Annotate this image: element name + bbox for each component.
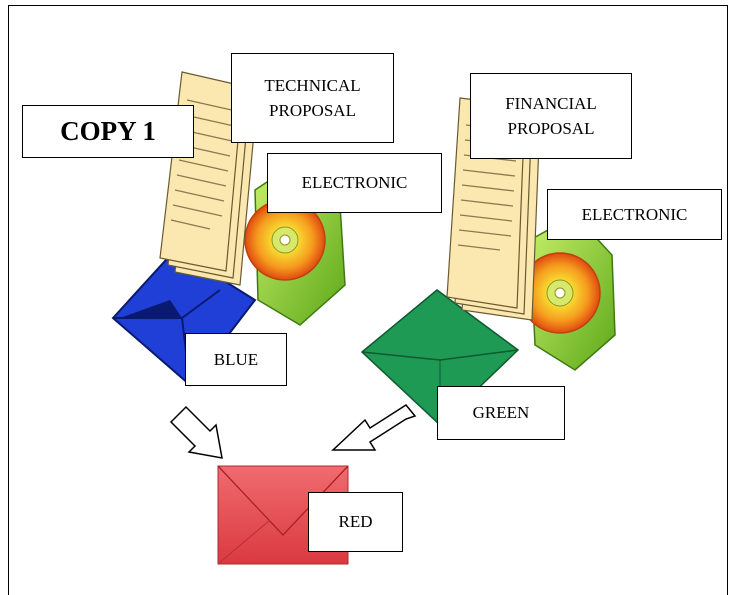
diagram-frame (8, 5, 728, 595)
blue-envelope-icon (111, 248, 257, 387)
copy-label: COPY 1 (22, 105, 194, 158)
electronic-right-text: ELECTRONIC (581, 204, 688, 224)
disc-icon-left (244, 199, 326, 281)
technical-proposal-label: TECHNICAL PROPOSAL (231, 53, 394, 143)
red-label-text: RED (338, 512, 373, 532)
technical-line-1: TECHNICAL (264, 75, 361, 95)
green-label-text: GREEN (472, 403, 530, 423)
disc-icon-right (519, 252, 601, 334)
electronic-label-right: ELECTRONIC (547, 189, 722, 240)
copy-label-text: COPY 1 (60, 116, 156, 147)
financial-line-2: PROPOSAL (507, 119, 595, 138)
financial-line-1: FINANCIAL (505, 93, 597, 113)
blue-label: BLUE (185, 333, 287, 386)
financial-proposal-label: FINANCIAL PROPOSAL (470, 73, 632, 159)
electronic-label-left: ELECTRONIC (267, 153, 442, 213)
green-label: GREEN (437, 386, 565, 440)
red-label: RED (308, 492, 403, 552)
electronic-left-text: ELECTRONIC (301, 173, 408, 193)
blue-label-text: BLUE (213, 349, 259, 369)
arrow-icon-left (169, 405, 223, 459)
arrow-icon-right (331, 404, 417, 451)
technical-line-2: PROPOSAL (269, 101, 356, 120)
